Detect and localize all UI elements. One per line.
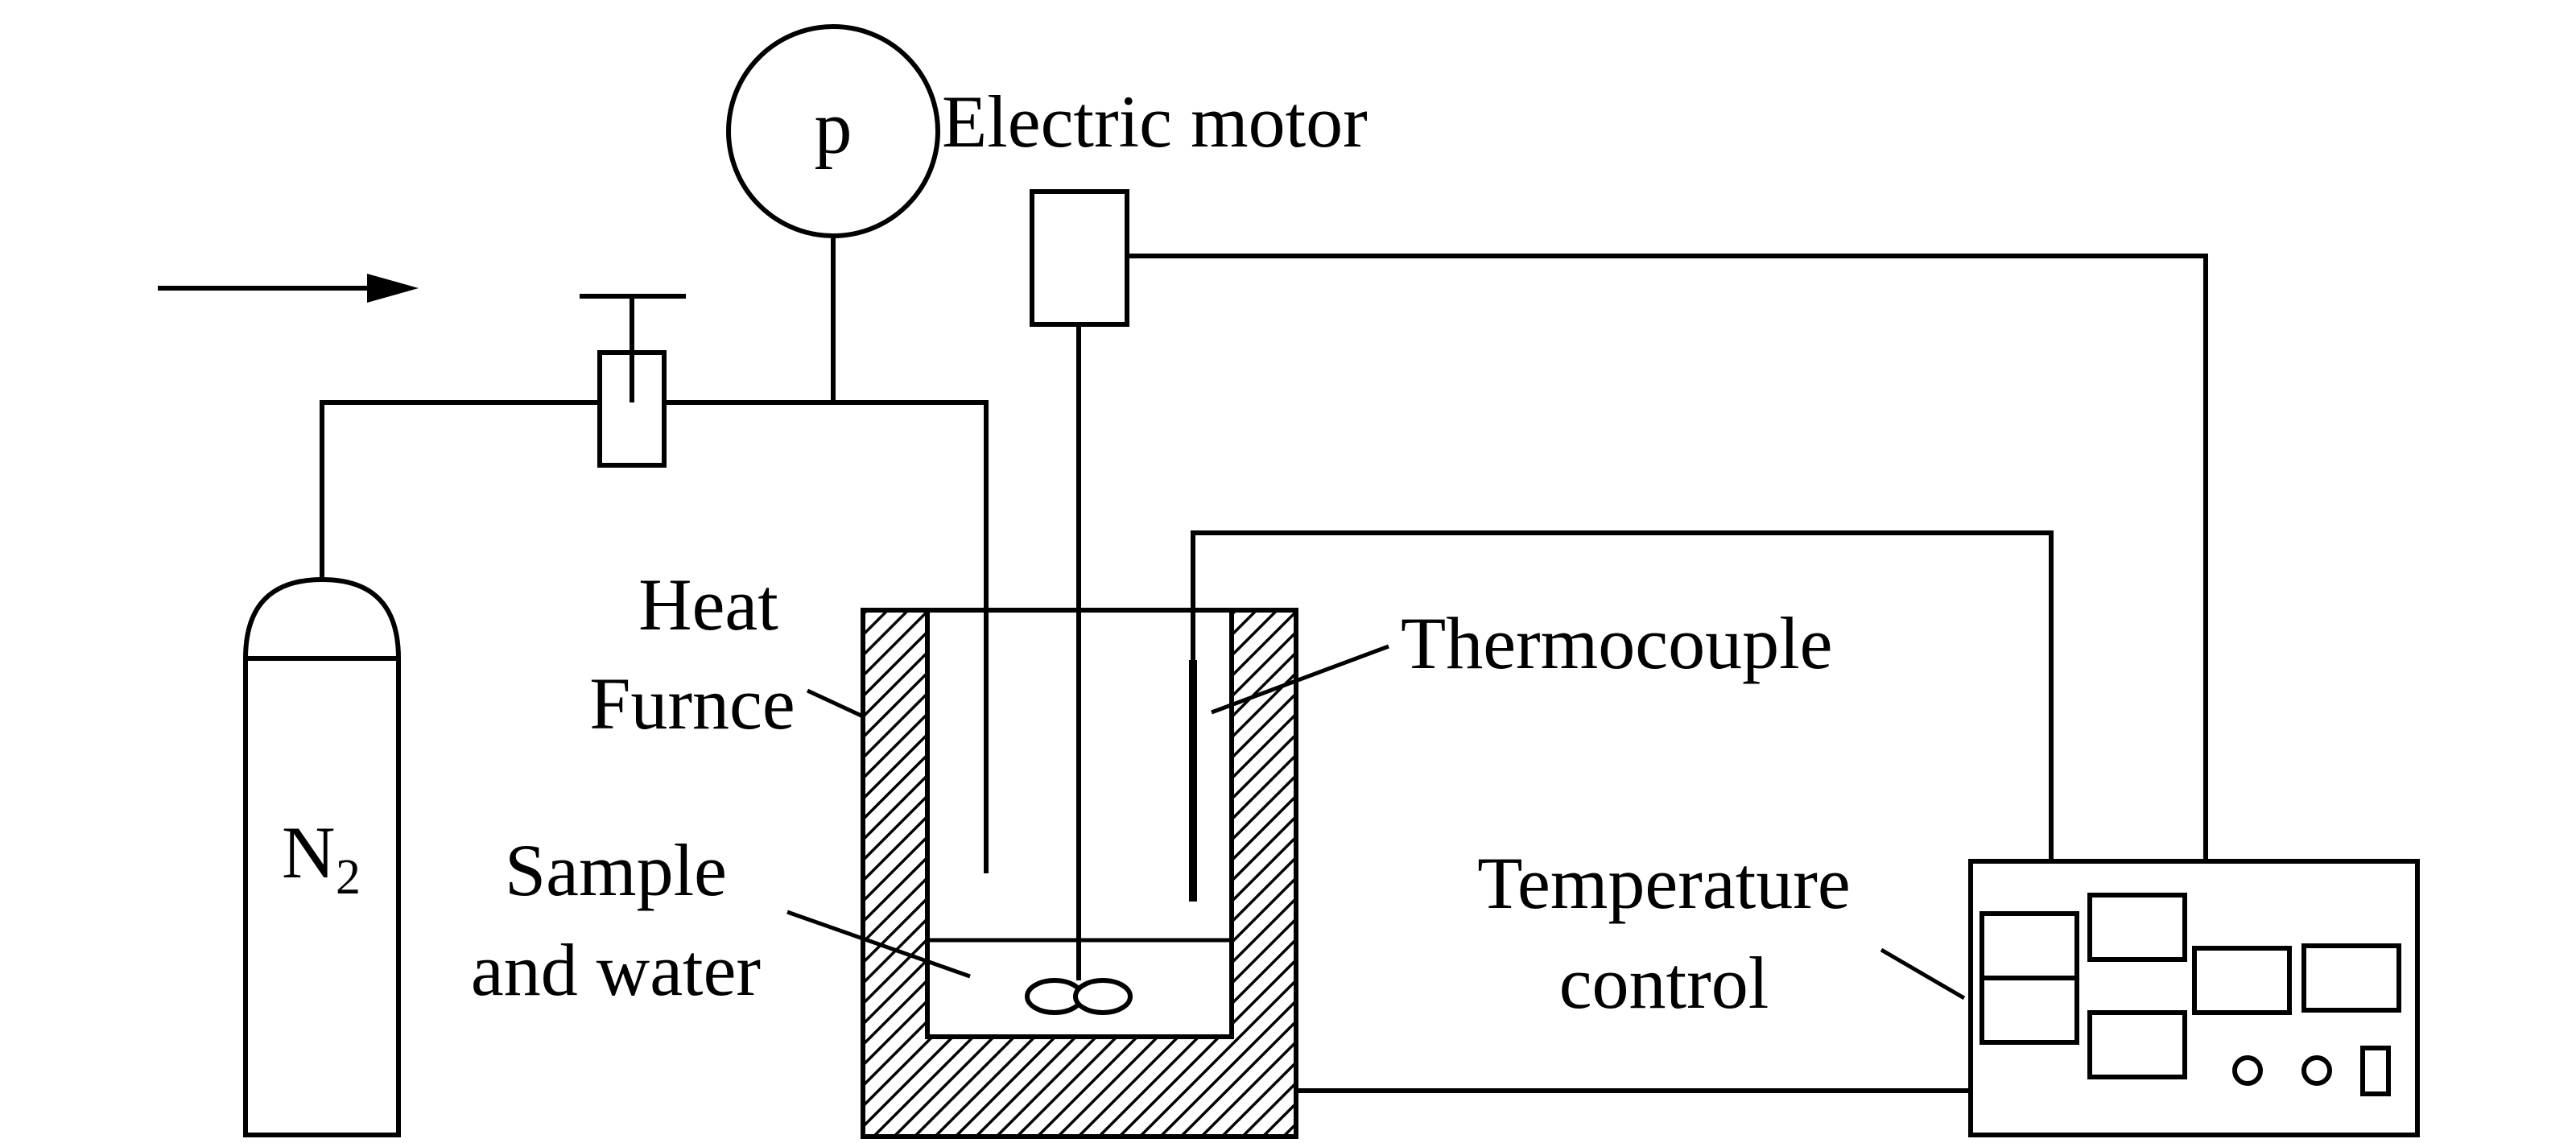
- motor-control-wire: [1127, 254, 2208, 861]
- furnace-label-line2: Furnce: [589, 662, 795, 745]
- sample-label-line1: Sample: [505, 829, 727, 911]
- nitrogen-cylinder: [243, 576, 401, 1137]
- controller-display-4: [2087, 1010, 2187, 1079]
- flow-arrow: [158, 274, 419, 303]
- electric-motor-label: Electric motor: [942, 80, 1368, 163]
- controller-display-2: [1979, 976, 2079, 1045]
- controller-display-3: [2087, 893, 2187, 962]
- electric-motor: [1030, 189, 1129, 327]
- gas-subscript: 2: [336, 850, 361, 905]
- controller-knob-2: [2301, 1055, 2332, 1086]
- heat-furnace: [861, 608, 1298, 1139]
- temperature-controller: [1968, 859, 2420, 1137]
- pressure-gauge: [726, 24, 940, 402]
- controller-label-line1: Temperature: [1477, 842, 1851, 924]
- furnace-label-line1: Heat: [638, 563, 778, 646]
- sample-leader: [786, 910, 971, 979]
- controller-label-line2: control: [1559, 942, 1769, 1024]
- valve: [580, 294, 686, 468]
- controller-knob-1: [2232, 1055, 2263, 1086]
- controller-leader: [1880, 947, 1966, 1001]
- thermocouple-label: Thermocouple: [1401, 602, 1832, 684]
- gas-label: N: [282, 811, 335, 893]
- controller-display-1: [1979, 911, 2079, 980]
- thermocouple-wire: [1191, 530, 2054, 861]
- pressure-gauge-label: p: [815, 86, 852, 170]
- stirrer: [1025, 324, 1133, 1015]
- controller-switch: [2360, 1046, 2391, 1096]
- thermocouple-leader: [1211, 644, 1389, 715]
- furnace-leader: [806, 688, 865, 719]
- sample-label-line2: and water: [471, 929, 761, 1011]
- controller-display-5: [2192, 946, 2292, 1015]
- controller-display-6: [2301, 943, 2401, 1013]
